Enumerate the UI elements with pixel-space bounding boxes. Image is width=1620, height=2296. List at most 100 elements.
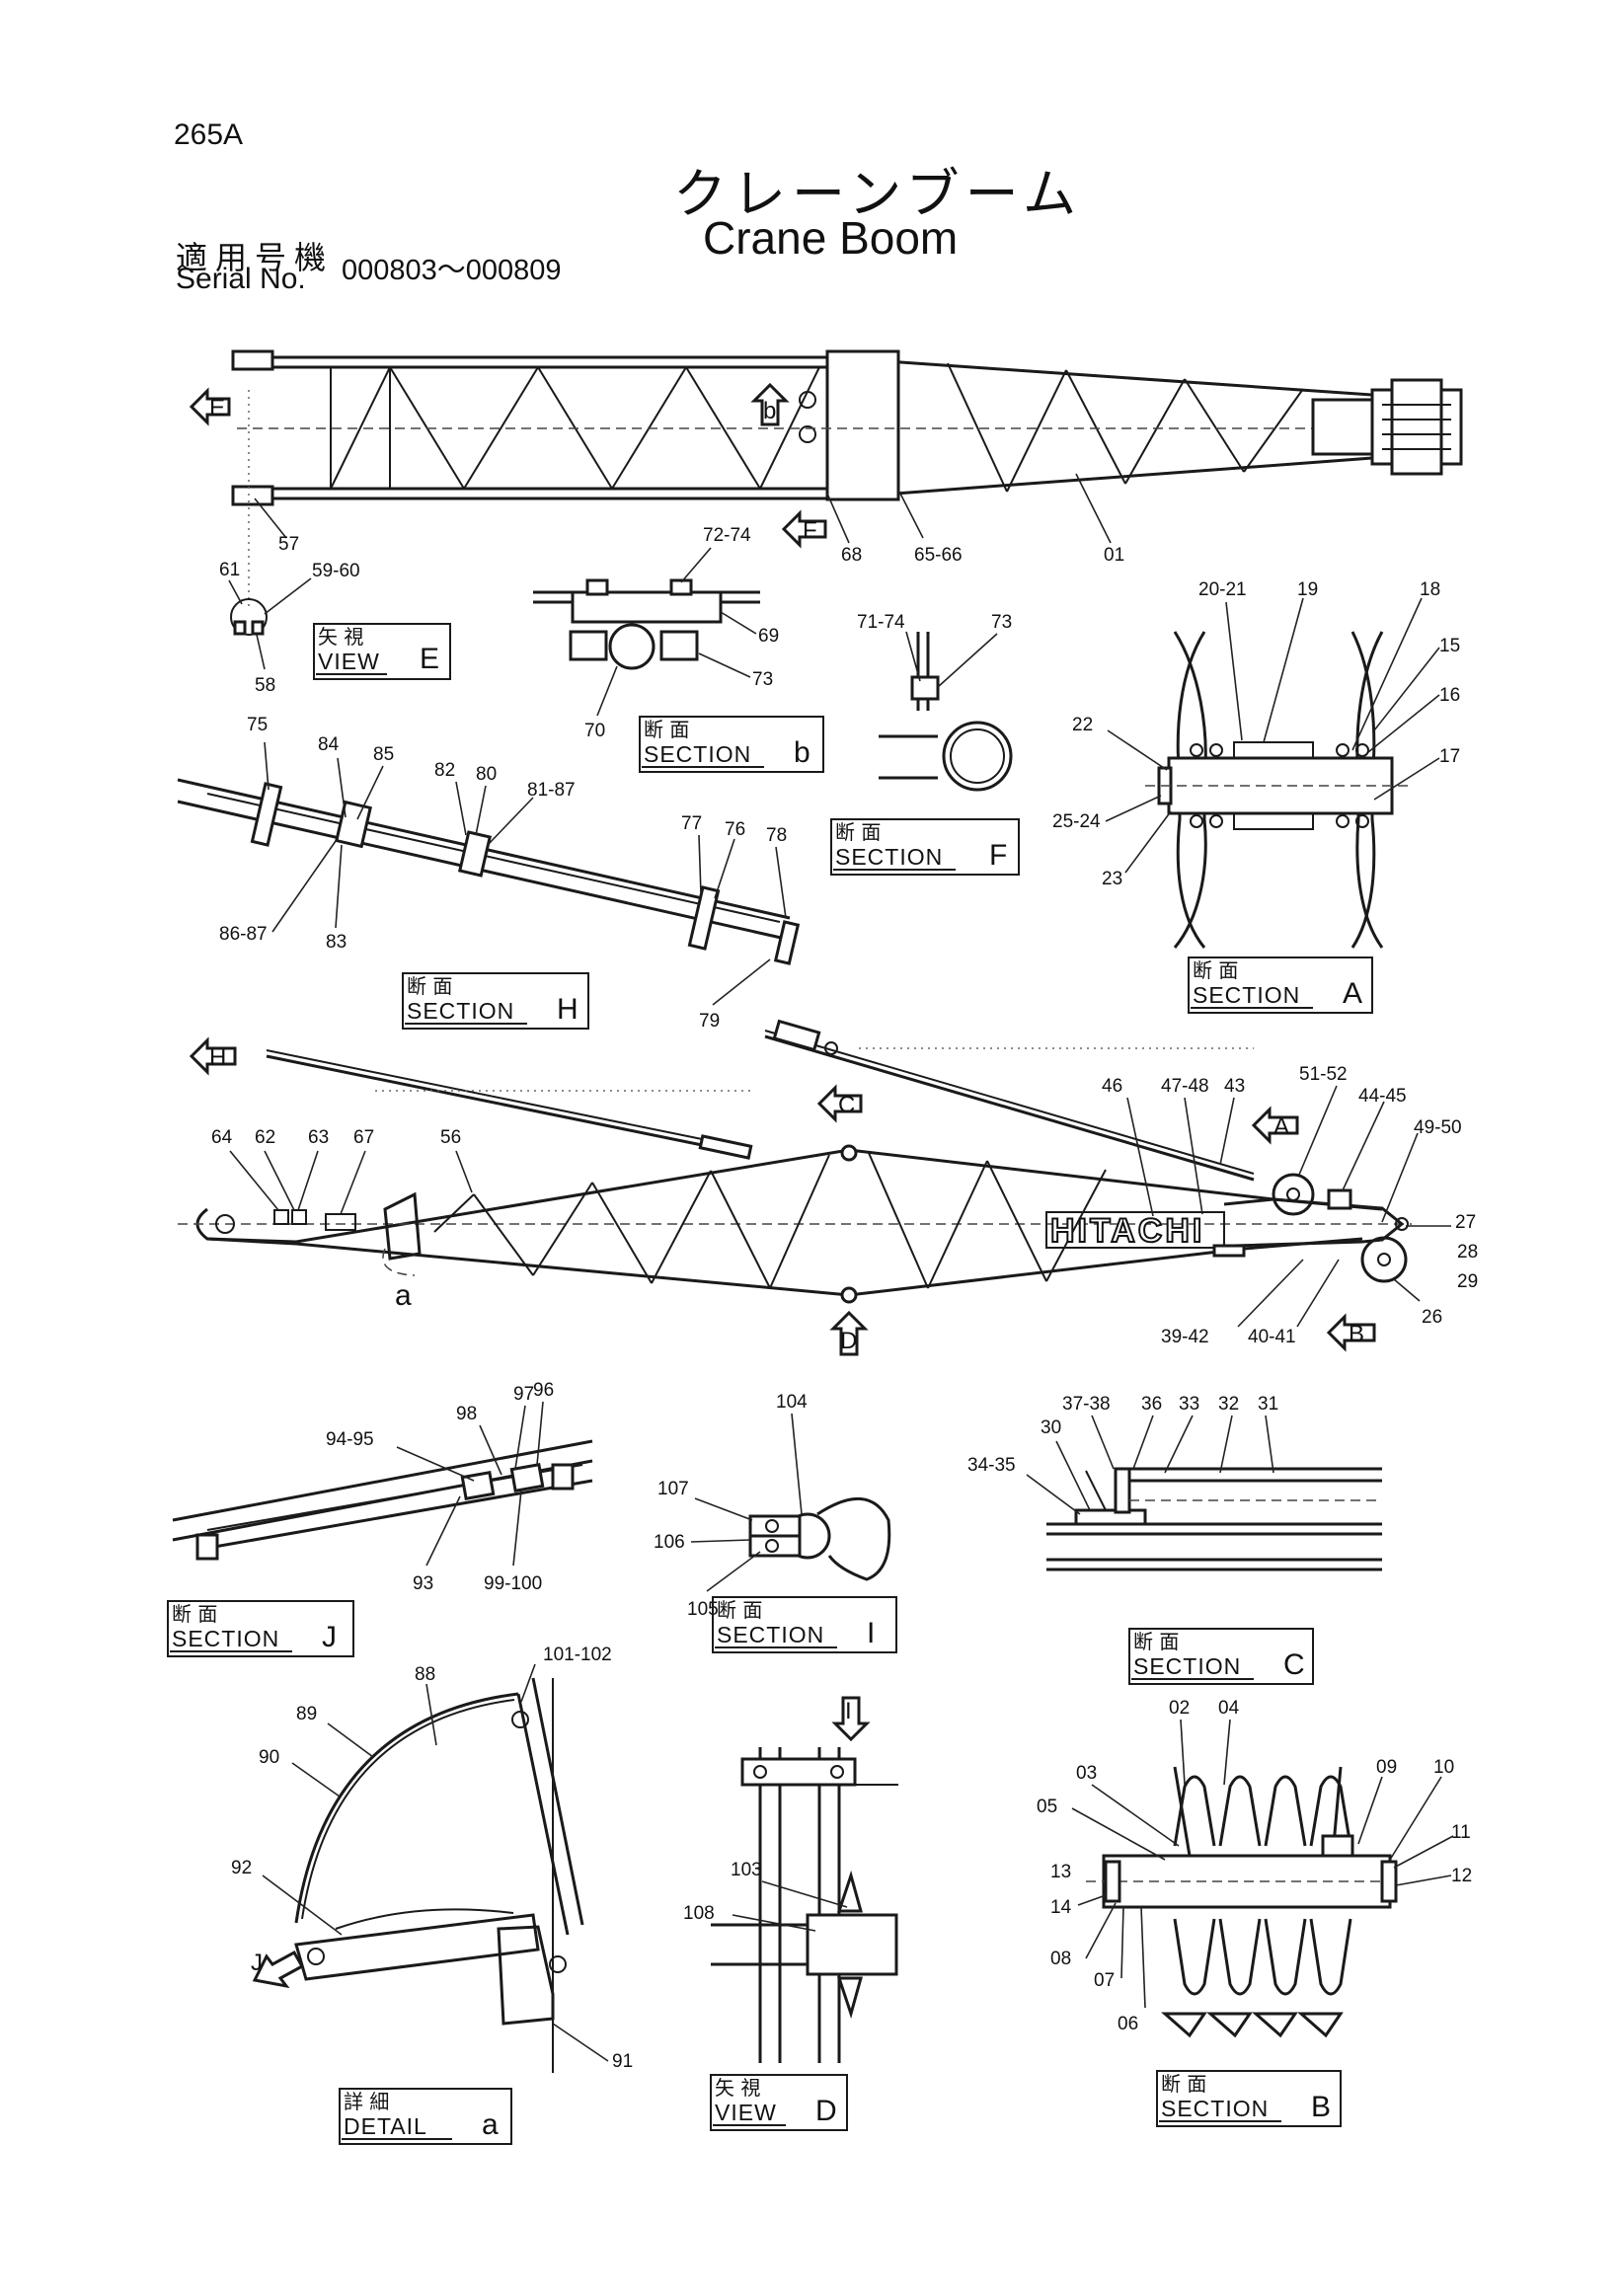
svg-text:SECTION: SECTION bbox=[1161, 2096, 1269, 2121]
part-number: 90 bbox=[259, 1747, 279, 1768]
svg-text:DETAIL: DETAIL bbox=[344, 2113, 427, 2139]
part-number: 07 bbox=[1094, 1970, 1115, 1991]
part-number: 36 bbox=[1141, 1394, 1162, 1415]
part-number: 03 bbox=[1076, 1763, 1097, 1784]
detail-a-label: 詳 細 DETAIL a bbox=[339, 2088, 512, 2145]
svg-text:詳 細: 詳 細 bbox=[344, 2090, 389, 2113]
part-number: 30 bbox=[1041, 1417, 1061, 1438]
part-number: 107 bbox=[657, 1479, 689, 1499]
part-number: 76 bbox=[725, 819, 745, 840]
section-f-label: 断 面 SECTION F bbox=[830, 818, 1020, 876]
part-number: 98 bbox=[456, 1404, 477, 1424]
view-d-drawing: 103 108 bbox=[683, 1747, 898, 2063]
part-number: 91 bbox=[612, 2051, 633, 2072]
page-code: 265A bbox=[174, 118, 244, 151]
svg-text:H: H bbox=[557, 993, 579, 1026]
section-b-label: 断 面 SECTION B bbox=[1156, 2070, 1342, 2127]
part-number: 58 bbox=[255, 675, 275, 696]
part-number: 26 bbox=[1422, 1307, 1442, 1328]
part-number: 97 bbox=[513, 1384, 534, 1405]
arrow-letter: E bbox=[209, 395, 225, 421]
section-b-drawing: 02 04 03 05 09 10 11 12 13 14 08 07 06 bbox=[1037, 1698, 1472, 2038]
arrow-letter: A bbox=[1273, 1113, 1289, 1140]
svg-text:SECTION: SECTION bbox=[172, 1626, 279, 1651]
part-number: 32 bbox=[1218, 1394, 1239, 1415]
part-number: 34-35 bbox=[967, 1455, 1016, 1476]
section-j-drawing: 94-95 98 97 96 93 99-100 bbox=[172, 1380, 593, 1594]
part-number: 27 bbox=[1455, 1212, 1476, 1233]
arrow-i-marker: I bbox=[831, 1696, 871, 1742]
svg-text:VIEW: VIEW bbox=[715, 2100, 777, 2125]
arrow-f-marker: F bbox=[781, 509, 827, 549]
section-a-drawing: 20-21 19 18 15 16 17 22 25-24 23 bbox=[1052, 579, 1460, 949]
part-number: 16 bbox=[1439, 685, 1460, 706]
part-number: 49-50 bbox=[1414, 1117, 1462, 1138]
part-number: 105 bbox=[687, 1599, 719, 1620]
part-number: 51-52 bbox=[1299, 1064, 1348, 1085]
svg-text:SECTION: SECTION bbox=[1133, 1653, 1241, 1679]
main-boom-drawing: HITACHI bbox=[178, 1019, 1412, 1304]
part-number: 84 bbox=[318, 734, 340, 755]
part-number: 94-95 bbox=[326, 1429, 374, 1450]
part-number: 06 bbox=[1118, 2014, 1138, 2034]
svg-text:断 面: 断 面 bbox=[172, 1602, 217, 1626]
svg-text:断 面: 断 面 bbox=[1193, 958, 1238, 982]
arrow-c-marker: C bbox=[816, 1084, 863, 1123]
section-h-drawing: 75 84 85 82 80 81-87 77 76 78 86-87 83 7… bbox=[177, 715, 801, 1032]
arrow-letter: H bbox=[209, 1044, 226, 1071]
top-boom-callouts: 57 68 65-66 01 bbox=[254, 473, 1124, 566]
part-number: 05 bbox=[1037, 1797, 1057, 1817]
part-number: 31 bbox=[1258, 1394, 1278, 1415]
arrow-letter: J bbox=[251, 1950, 263, 1976]
view-e-label: 矢 視 VIEW E bbox=[313, 623, 451, 680]
arrow-j-marker: J bbox=[251, 1950, 305, 1989]
part-number: 22 bbox=[1072, 715, 1093, 735]
svg-text:A: A bbox=[1343, 977, 1362, 1010]
part-number: 77 bbox=[681, 813, 702, 834]
part-number: 104 bbox=[776, 1392, 808, 1413]
part-number: 81-87 bbox=[527, 780, 576, 801]
svg-text:断 面: 断 面 bbox=[1133, 1630, 1179, 1653]
part-number: 15 bbox=[1439, 636, 1460, 656]
arrow-h-marker: H bbox=[189, 1036, 237, 1076]
part-number: 25-24 bbox=[1052, 811, 1101, 832]
part-number: 39-42 bbox=[1161, 1327, 1209, 1347]
svg-text:SECTION: SECTION bbox=[717, 1622, 824, 1647]
part-number: 18 bbox=[1420, 579, 1440, 600]
svg-text:SECTION: SECTION bbox=[407, 998, 514, 1024]
part-number: 75 bbox=[247, 715, 268, 735]
part-number: 10 bbox=[1433, 1757, 1454, 1778]
svg-text:断 面: 断 面 bbox=[1161, 2072, 1206, 2096]
svg-text:SECTION: SECTION bbox=[1193, 982, 1300, 1008]
part-number: 04 bbox=[1218, 1698, 1240, 1719]
svg-text:断 面: 断 面 bbox=[407, 974, 452, 998]
part-number: 44-45 bbox=[1358, 1086, 1407, 1107]
part-number: 11 bbox=[1451, 1822, 1471, 1843]
part-number: 68 bbox=[841, 545, 862, 566]
svg-text:b: b bbox=[794, 736, 810, 769]
svg-text:SECTION: SECTION bbox=[835, 844, 943, 870]
serial-range: 000803～000809 bbox=[342, 255, 562, 286]
section-b-small-label: 断 面 SECTION b bbox=[639, 716, 824, 773]
arrow-d-marker: D bbox=[829, 1310, 869, 1356]
arrow-e-marker: E bbox=[189, 387, 231, 426]
serial-label-japanese: 適用号機 bbox=[176, 239, 335, 276]
section-b-small-drawing: 72-74 69 73 70 bbox=[533, 525, 779, 741]
part-number: 40-41 bbox=[1248, 1327, 1296, 1347]
arrow-letter: b bbox=[763, 398, 776, 424]
svg-text:矢 視: 矢 視 bbox=[318, 625, 363, 649]
part-number: 71-74 bbox=[857, 612, 905, 633]
part-number: 28 bbox=[1457, 1242, 1478, 1263]
section-i-drawing: 104 107 106 105 bbox=[654, 1392, 891, 1620]
part-number: 108 bbox=[683, 1903, 715, 1924]
part-number: 14 bbox=[1050, 1897, 1072, 1918]
part-number: 01 bbox=[1104, 545, 1124, 566]
svg-text:I: I bbox=[867, 1617, 875, 1649]
part-number: 69 bbox=[758, 626, 779, 647]
part-number: 92 bbox=[231, 1858, 252, 1878]
view-e-drawing: 61 59-60 58 bbox=[219, 560, 360, 696]
part-number: 20-21 bbox=[1198, 579, 1247, 600]
part-number: 23 bbox=[1102, 869, 1122, 889]
part-number: 83 bbox=[326, 932, 347, 953]
view-d-label: 矢 視 VIEW D bbox=[710, 2074, 848, 2131]
